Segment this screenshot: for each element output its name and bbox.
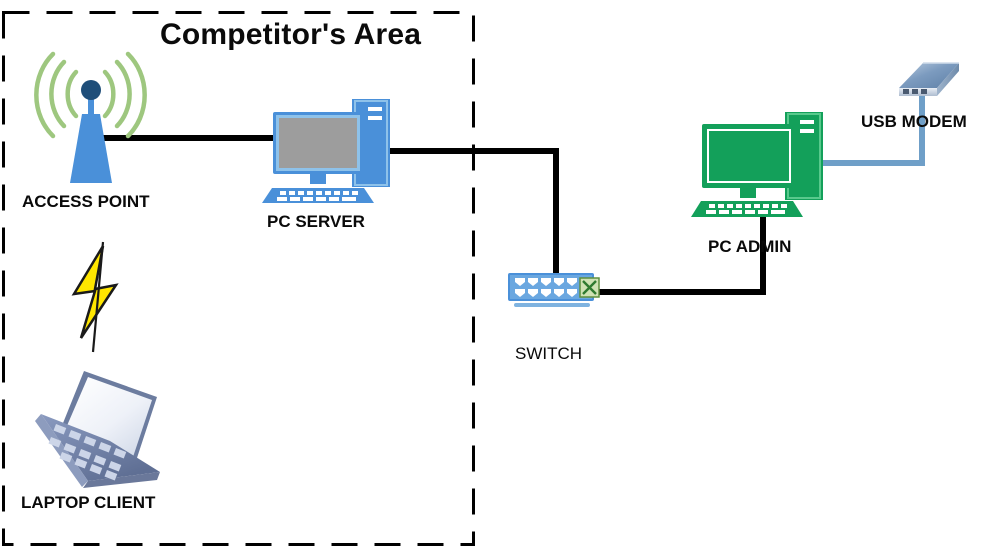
- label-laptop-client: LAPTOP CLIENT: [21, 493, 156, 512]
- pc-server-icon: [262, 99, 390, 203]
- wireless-lightning-bolt-icon: [71, 241, 119, 353]
- label-switch: SWITCH: [515, 344, 583, 363]
- access-point-icon: [34, 51, 147, 183]
- label-pc-server: PC SERVER: [267, 212, 365, 231]
- pc-admin-icon: [691, 112, 823, 217]
- usb-modem-icon: [899, 62, 959, 96]
- label-pc-admin: PC ADMIN: [708, 237, 792, 256]
- laptop-client-icon: [35, 371, 160, 488]
- cable-pcadmin-to-usbmodem: [820, 78, 925, 166]
- cable-pcserver-to-switch: [388, 148, 559, 282]
- label-usb-modem: USB MODEM: [861, 112, 967, 131]
- label-access-point: ACCESS POINT: [22, 192, 150, 211]
- cable-switch-to-pcadmin: [594, 212, 766, 295]
- competitors-area-boundary: [2, 11, 475, 546]
- network-switch-icon: [508, 273, 600, 307]
- zone-title: Competitor's Area: [160, 18, 422, 51]
